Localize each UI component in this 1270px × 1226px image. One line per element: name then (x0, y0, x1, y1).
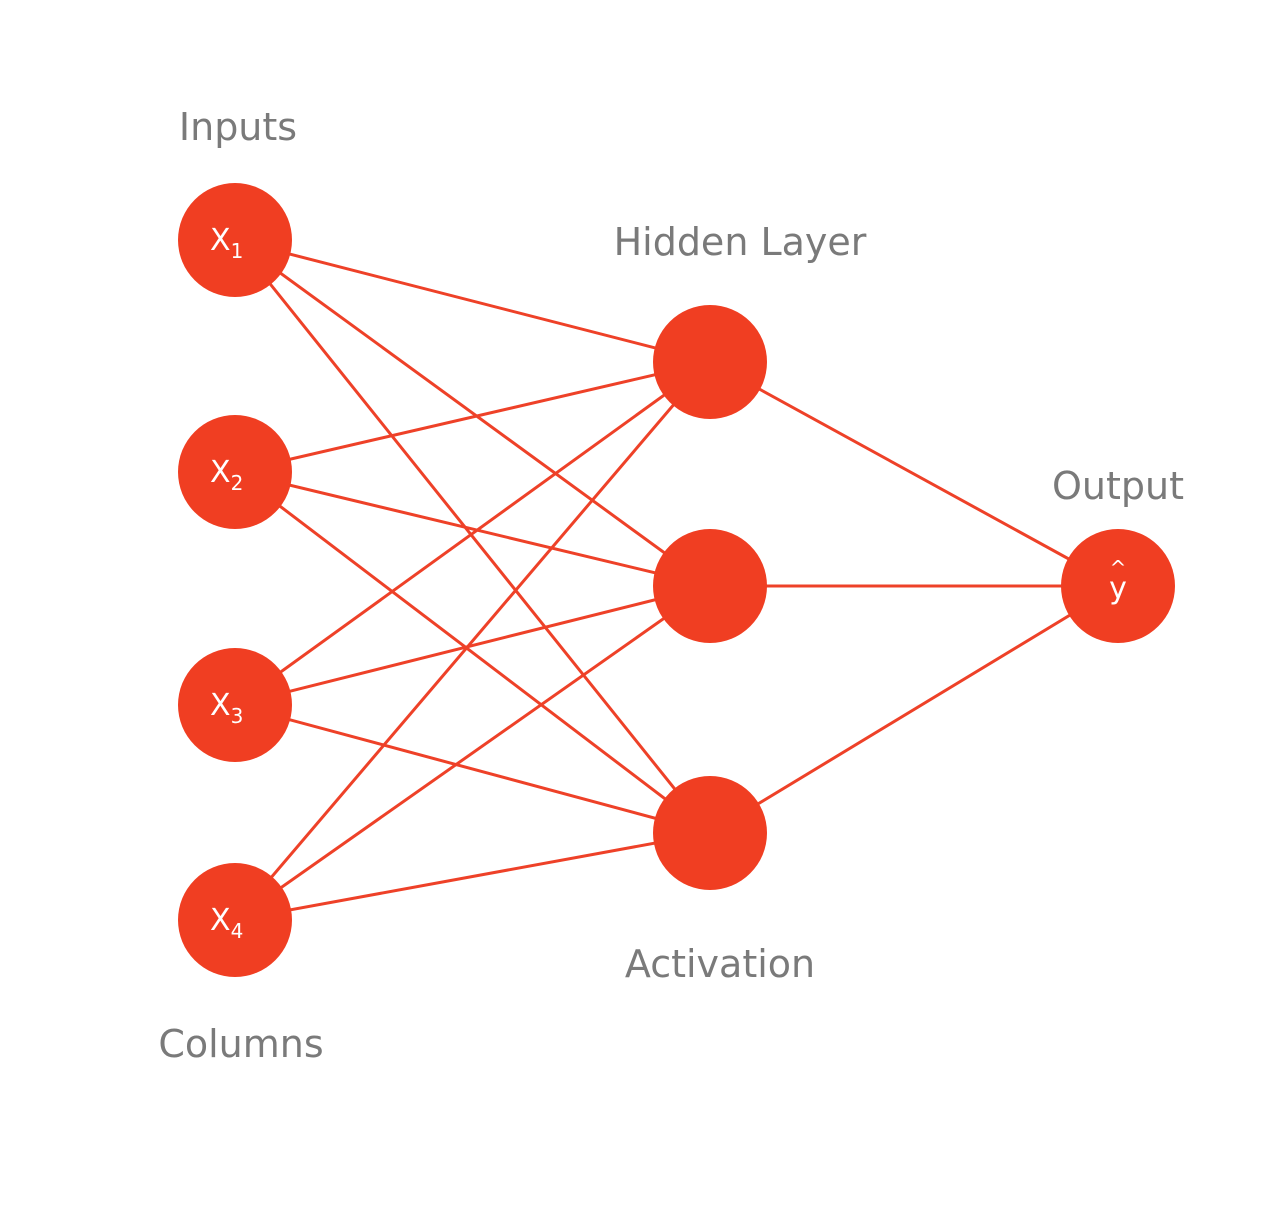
edge-hidden-1-output (709, 360, 1119, 588)
input-node-2-circle (178, 415, 292, 529)
edge-input-2-hidden-3 (234, 470, 711, 835)
input-node-subscript: 2 (231, 471, 244, 495)
input-node-1: X1 (178, 183, 292, 297)
hidden-layer-label: Hidden Layer (613, 220, 867, 264)
edge-input-4-hidden-3 (234, 831, 711, 922)
edge-hidden-3-output (709, 584, 1119, 835)
activation-label: Activation (624, 942, 816, 986)
hidden-node-3 (653, 776, 767, 890)
inputs-label: Inputs (178, 105, 298, 149)
edge-input-1-hidden-2 (234, 238, 711, 588)
edge-input-1-hidden-1 (234, 238, 711, 364)
input-node-symbol: X (210, 903, 231, 938)
hidden-node-3-circle (653, 776, 767, 890)
columns-label: Columns (158, 1022, 324, 1066)
edge-input-2-hidden-1 (234, 360, 711, 474)
input-node-label: X4 (210, 903, 243, 943)
input-node-4-circle (178, 863, 292, 977)
input-node-subscript: 3 (231, 704, 244, 728)
output-label: Output (1052, 464, 1184, 508)
hidden-node-2-circle (653, 529, 767, 643)
hidden-node-1 (653, 305, 767, 419)
input-node-subscript: 4 (231, 919, 244, 943)
input-node-3-circle (178, 648, 292, 762)
input-node-symbol: X (210, 455, 231, 490)
edge-input-4-hidden-1 (233, 361, 712, 921)
edge-input-1-hidden-3 (233, 239, 712, 834)
input-node-label: X3 (210, 688, 243, 728)
hidden-node-1-circle (653, 305, 767, 419)
output-symbol: y (1109, 571, 1127, 606)
edge-input-3-hidden-1 (234, 360, 711, 707)
input-node-subscript: 1 (231, 239, 244, 263)
input-node-symbol: X (210, 223, 231, 258)
input-node-2: X2 (178, 415, 292, 529)
output-node: ^y (1061, 529, 1175, 643)
connections (233, 238, 1119, 922)
input-node-symbol: X (210, 688, 231, 723)
edge-input-2-hidden-2 (234, 470, 711, 588)
output-hat-symbol: ^ (1110, 556, 1127, 580)
input-node-3: X3 (178, 648, 292, 762)
input-node-4: X4 (178, 863, 292, 977)
edge-input-3-hidden-2 (234, 584, 711, 707)
input-node-1-circle (178, 183, 292, 297)
hidden-node-2 (653, 529, 767, 643)
input-node-label: X2 (210, 455, 243, 495)
edge-input-4-hidden-2 (234, 584, 711, 922)
edge-input-3-hidden-3 (234, 703, 711, 835)
input-node-label: X1 (210, 223, 243, 263)
output-node-circle (1061, 529, 1175, 643)
